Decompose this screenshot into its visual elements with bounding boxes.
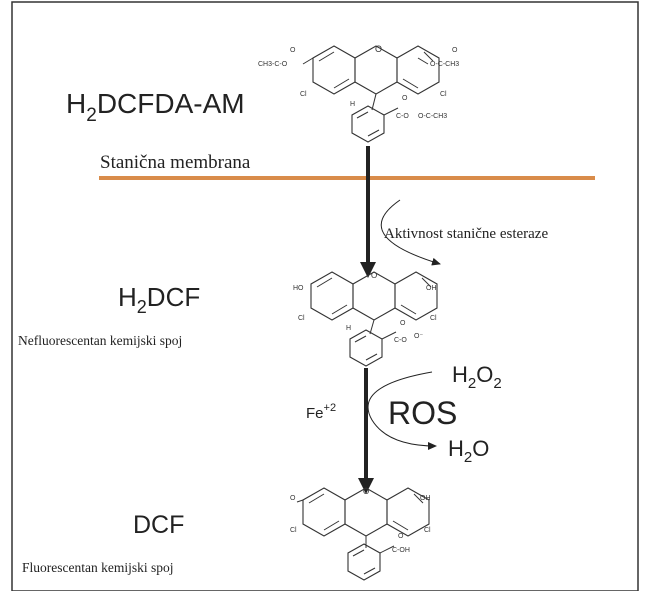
- compound-h2dcfda-am-label: H2DCFDA-AM: [66, 88, 245, 126]
- esterase-label: Aktivnost stanične esteraze: [384, 226, 548, 242]
- svg-text:Cl: Cl: [298, 315, 305, 322]
- compound-dcf-label: DCF: [133, 511, 184, 539]
- svg-text:Cl: Cl: [424, 527, 431, 534]
- svg-text:O: O: [290, 47, 296, 54]
- catalyst-fe-label: Fe+2: [306, 402, 336, 422]
- svg-text:O: O: [452, 47, 458, 54]
- svg-text:Cl: Cl: [290, 527, 297, 534]
- svg-text:C-OH: C-OH: [392, 547, 410, 554]
- h2o-label: H2O: [448, 436, 489, 466]
- ros-label: ROS: [388, 395, 457, 431]
- svg-text:O: O: [375, 44, 382, 54]
- compound-dcf-desc: Fluorescentan kemijski spoj: [22, 560, 173, 575]
- figure-frame: [11, 1, 639, 591]
- svg-text:C-O: C-O: [396, 113, 409, 120]
- svg-text:H: H: [350, 101, 355, 108]
- structure-dcf: O O OH Cl Cl C-OH O: [290, 487, 431, 581]
- h2o2-label: H2O2: [452, 362, 502, 392]
- structure-h2dcf: O HO OH Cl Cl H C-O O⁻ O: [293, 271, 438, 367]
- membrane-label: Stanična membrana: [100, 152, 251, 173]
- svg-text:Cl: Cl: [430, 315, 437, 322]
- arrow-head-esterase: [360, 262, 376, 278]
- svg-text:O: O: [398, 533, 404, 540]
- structure-h2dcfda-am: O CH3-C-O O O-C-CH3 O Cl Cl H C-O O-C-CH…: [258, 44, 459, 143]
- compound-h2dcf-desc: Nefluorescentan kemijski spoj: [18, 333, 182, 348]
- svg-text:Cl: Cl: [440, 91, 447, 98]
- svg-text:O: O: [402, 95, 408, 102]
- compound-h2dcf-label: H2DCF: [118, 282, 200, 317]
- svg-text:O-C-CH3: O-C-CH3: [418, 113, 447, 120]
- svg-text:HO: HO: [293, 285, 304, 292]
- svg-text:CH3-C-O: CH3-C-O: [258, 61, 288, 68]
- svg-text:OH: OH: [426, 285, 437, 292]
- svg-text:O-C-CH3: O-C-CH3: [430, 61, 459, 68]
- svg-text:O⁻: O⁻: [414, 333, 423, 340]
- svg-text:O: O: [400, 320, 406, 327]
- svg-text:Cl: Cl: [300, 91, 307, 98]
- svg-text:OH: OH: [420, 495, 431, 502]
- svg-text:C-O: C-O: [394, 337, 407, 344]
- svg-text:O: O: [371, 271, 377, 280]
- svg-text:O: O: [290, 495, 296, 502]
- svg-text:O: O: [363, 487, 369, 496]
- esterase-curved-arrow: [380, 199, 441, 266]
- arrow-head-ros: [358, 478, 374, 494]
- svg-text:H: H: [346, 325, 351, 332]
- ros-curved-arrow: [367, 371, 437, 450]
